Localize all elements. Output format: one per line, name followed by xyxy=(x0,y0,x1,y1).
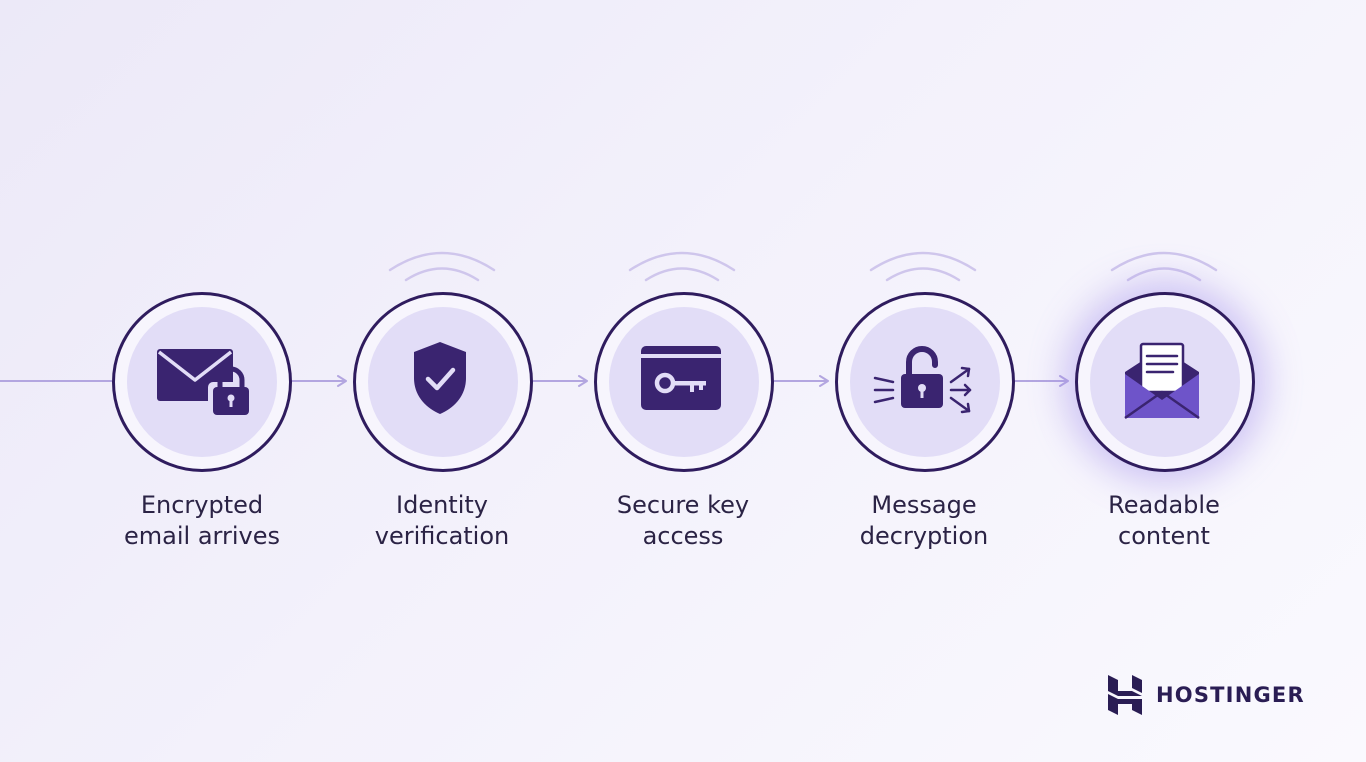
brand-name: HOSTINGER xyxy=(1156,683,1305,707)
step-circle xyxy=(594,292,774,472)
hostinger-logo: HOSTINGER xyxy=(1106,674,1305,716)
key-card-icon xyxy=(641,346,721,410)
open-envelope-letter-icon xyxy=(1124,342,1200,420)
step-label-5: Readable content xyxy=(1108,491,1220,550)
step-circle xyxy=(112,292,292,472)
step-label-1: Encrypted email arrives xyxy=(124,491,280,550)
step-label-3: Secure key access xyxy=(616,491,750,550)
step-encrypted-email xyxy=(112,292,292,472)
step-label-2: Identity verification xyxy=(374,491,510,550)
envelope-lock-icon xyxy=(157,349,254,418)
signal-arcs-5 xyxy=(1110,251,1218,282)
signal-arcs-2 xyxy=(388,251,496,282)
signal-arcs-3 xyxy=(628,251,736,282)
step-message-decryption xyxy=(835,292,1015,472)
step-identity-verification xyxy=(353,292,533,472)
unlock-arrows-icon xyxy=(873,346,972,414)
step-readable-content xyxy=(1075,292,1255,472)
shield-check-icon xyxy=(414,342,466,414)
step-label-4: Message decryption xyxy=(859,491,989,550)
step-secure-key-access xyxy=(594,292,774,472)
signal-arcs-4 xyxy=(869,251,977,282)
hostinger-logo-icon xyxy=(1108,675,1142,715)
